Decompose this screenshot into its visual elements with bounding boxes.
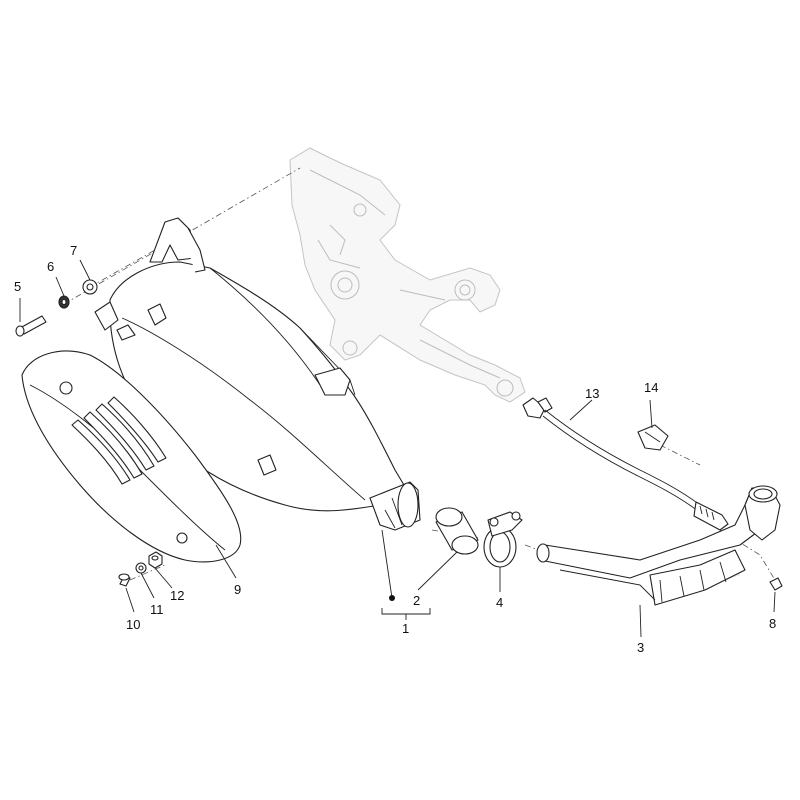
washer-part-7 xyxy=(82,279,98,295)
screw-part-10 xyxy=(118,573,131,587)
washer-part-11 xyxy=(135,562,147,574)
callout-5: 5 xyxy=(14,279,21,294)
screw-part-5 xyxy=(15,315,47,337)
heat-shield xyxy=(21,350,242,563)
callout-14: 14 xyxy=(644,380,658,395)
nut-part-12 xyxy=(148,551,163,569)
callout-1: 1 xyxy=(402,621,409,636)
sensor-cap-part-14 xyxy=(637,424,669,451)
callout-10: 10 xyxy=(126,617,140,632)
callout-6: 6 xyxy=(47,259,54,274)
engine-bracket-ghost xyxy=(289,147,526,403)
callout-7: 7 xyxy=(70,243,77,258)
leader-lines xyxy=(19,259,776,638)
callout-13: 13 xyxy=(585,386,599,401)
callout-labels: 5 6 7 9 10 11 12 2 1 4 3 8 13 14 xyxy=(14,243,776,655)
callout-9: 9 xyxy=(234,582,241,597)
callout-12: 12 xyxy=(170,588,184,603)
washer-part-6 xyxy=(58,295,70,309)
gasket-part-2 xyxy=(435,507,479,555)
callout-2: 2 xyxy=(413,593,420,608)
callout-8: 8 xyxy=(769,616,776,631)
callout-4: 4 xyxy=(496,595,503,610)
clamp-part-4 xyxy=(483,511,523,568)
lambda-sensor-part-13 xyxy=(522,397,729,531)
callout-3: 3 xyxy=(637,640,644,655)
callout-11: 11 xyxy=(150,602,164,617)
clip-part-8 xyxy=(769,577,783,591)
exhaust-pipe-part-3 xyxy=(536,485,781,606)
